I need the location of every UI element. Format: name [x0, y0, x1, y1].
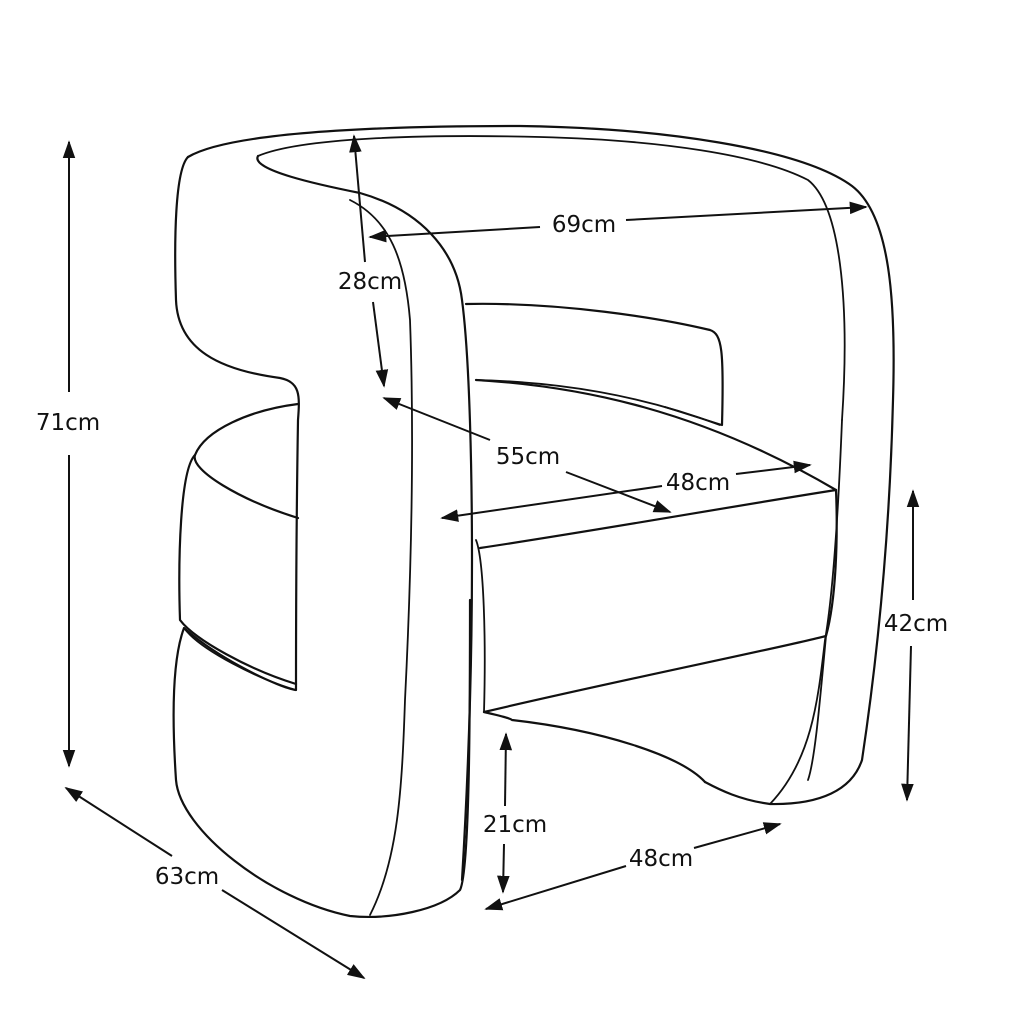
seat-front-top — [478, 488, 838, 550]
chair-back-outer — [186, 124, 895, 806]
dim-line-base-height-lower — [497, 843, 510, 894]
left-arm-inner-edge — [349, 199, 413, 916]
dimension-labels: 71cm 69cm 28cm 55cm 48cm 42cm 21cm 48cm … — [36, 212, 948, 890]
backrest-cushion — [464, 302, 724, 427]
seat-front-right — [482, 488, 838, 714]
dim-line-back-width-right — [625, 201, 868, 221]
seat-top-crease — [664, 406, 723, 426]
dim-line-arm-upper — [349, 134, 366, 263]
left-arm-front — [256, 154, 474, 882]
seat-top — [474, 378, 838, 492]
chair-back-inner-top — [257, 135, 846, 421]
dim-line-depth-upper — [64, 787, 173, 857]
dim-line-seat-depth-upper — [382, 397, 491, 441]
dim-line-arm-lower — [372, 301, 389, 388]
label-base-height: 21cm — [483, 812, 547, 838]
label-height-total: 71cm — [36, 410, 100, 436]
dim-line-seat-width-right — [735, 460, 812, 475]
dim-line-base-height-upper — [499, 732, 513, 807]
label-seat-depth: 55cm — [496, 444, 560, 470]
arm-cushion-side — [178, 453, 298, 686]
dim-line-depth-lower — [221, 889, 366, 979]
label-overall-depth: 63cm — [155, 864, 219, 890]
chair-outline — [172, 124, 895, 918]
label-base-width: 48cm — [629, 846, 693, 872]
label-arm-width: 28cm — [338, 269, 402, 295]
dim-line-base-width-right — [693, 822, 782, 849]
dim-line-base-width-left — [484, 865, 627, 911]
arm-cushion-divider — [183, 627, 297, 691]
dim-line-back-width-left — [368, 226, 541, 243]
chair-base-right — [807, 635, 827, 781]
label-seat-height: 42cm — [884, 611, 948, 637]
left-arm-outer — [172, 155, 472, 918]
chair-base — [482, 710, 707, 784]
seat-front-left — [475, 539, 486, 713]
backrest-cushion-bottom — [475, 379, 721, 426]
label-back-width: 69cm — [552, 212, 616, 238]
label-seat-width: 48cm — [666, 470, 730, 496]
dimension-lines — [62, 134, 920, 979]
dim-line-seat-width-left — [440, 485, 663, 522]
arm-cushion-top — [193, 402, 300, 520]
dim-line-seat-height-lower — [901, 645, 914, 802]
